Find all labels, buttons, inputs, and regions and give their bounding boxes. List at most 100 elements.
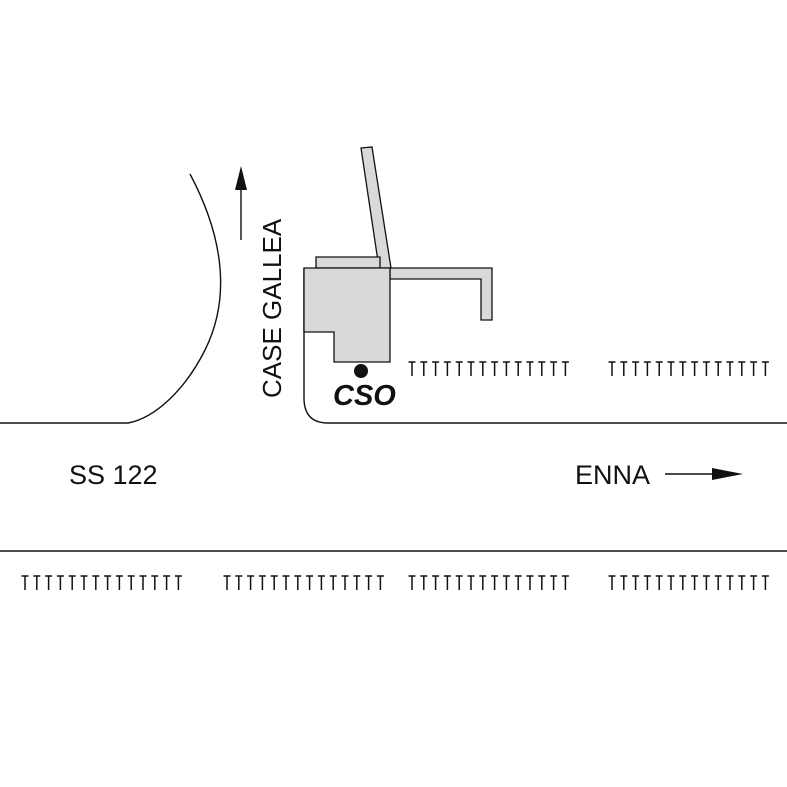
tree-symbol-icon <box>514 361 522 376</box>
north-arrow <box>235 166 247 240</box>
tree-symbol-icon <box>139 575 147 590</box>
tree-symbol-icon <box>341 575 349 590</box>
tree-symbol-icon <box>104 575 112 590</box>
tree-symbol-icon <box>163 575 171 590</box>
station-marker <box>354 364 368 378</box>
tree-symbol-icon <box>526 575 534 590</box>
tree-symbol-icon <box>750 575 758 590</box>
tree-symbol-icon <box>455 361 463 376</box>
tree-symbol-icon <box>738 361 746 376</box>
tree-symbol-icon <box>294 575 302 590</box>
tree-symbol-icon <box>702 575 710 590</box>
tree-symbol-icon <box>115 575 123 590</box>
tree-symbol-icon <box>561 575 569 590</box>
tree-symbol-icon <box>353 575 361 590</box>
tree-rows <box>21 361 769 590</box>
tree-symbol-icon <box>526 361 534 376</box>
direction-north-label: CASE GALLEA <box>257 218 287 398</box>
tree-symbol-icon <box>561 361 569 376</box>
tree-symbol-icon <box>68 575 76 590</box>
tree-symbol-icon <box>714 575 722 590</box>
building <box>303 146 493 363</box>
tree-symbol-icon <box>538 575 546 590</box>
tree-symbol-icon <box>726 575 734 590</box>
tree-symbol-icon <box>127 575 135 590</box>
tree-symbol-icon <box>761 361 769 376</box>
tree-symbol-icon <box>655 361 663 376</box>
tree-symbol-icon <box>479 575 487 590</box>
tree-symbol-icon <box>761 575 769 590</box>
tree-symbol-icon <box>80 575 88 590</box>
tree-symbol-icon <box>432 575 440 590</box>
tree-symbol-icon <box>33 575 41 590</box>
east-arrow <box>665 468 743 480</box>
tree-symbol-icon <box>317 575 325 590</box>
tree-symbol-icon <box>691 361 699 376</box>
building-diagonal-wing <box>360 146 392 269</box>
tree-symbol-icon <box>608 361 616 376</box>
tree-symbol-icon <box>467 575 475 590</box>
tree-symbol-icon <box>45 575 53 590</box>
tree-symbol-icon <box>667 361 675 376</box>
tree-symbol-icon <box>620 575 628 590</box>
tree-symbol-icon <box>329 575 337 590</box>
tree-symbol-icon <box>408 361 416 376</box>
tree-symbol-icon <box>502 361 510 376</box>
tree-symbol-icon <box>702 361 710 376</box>
tree-symbol-icon <box>679 361 687 376</box>
tree-symbol-icon <box>714 361 722 376</box>
tree-symbol-icon <box>679 575 687 590</box>
tree-symbol-icon <box>174 575 182 590</box>
building-right-wing <box>389 267 493 321</box>
tree-symbol-icon <box>223 575 231 590</box>
tree-symbol-icon <box>56 575 64 590</box>
building-main <box>303 267 391 363</box>
station-label: CSO <box>333 380 396 412</box>
tree-symbol-icon <box>750 361 758 376</box>
tree-symbol-icon <box>282 575 290 590</box>
tree-symbol-icon <box>491 575 499 590</box>
tree-symbol-icon <box>420 361 428 376</box>
tree-symbol-icon <box>151 575 159 590</box>
tree-symbol-icon <box>608 575 616 590</box>
tree-symbol-icon <box>514 575 522 590</box>
tree-symbol-icon <box>365 575 373 590</box>
road-label: SS 122 <box>69 460 158 490</box>
tree-symbol-icon <box>632 361 640 376</box>
tree-symbol-icon <box>691 575 699 590</box>
tree-symbol-icon <box>235 575 243 590</box>
tree-symbol-icon <box>667 575 675 590</box>
tree-symbol-icon <box>550 575 558 590</box>
tree-symbol-icon <box>491 361 499 376</box>
tree-symbol-icon <box>502 575 510 590</box>
building-top-strip <box>315 256 381 269</box>
tree-symbol-icon <box>92 575 100 590</box>
tree-symbol-icon <box>738 575 746 590</box>
tree-symbol-icon <box>643 361 651 376</box>
tree-symbol-icon <box>620 361 628 376</box>
tree-symbol-icon <box>432 361 440 376</box>
tree-symbol-icon <box>376 575 384 590</box>
tree-symbol-icon <box>306 575 314 590</box>
tree-symbol-icon <box>270 575 278 590</box>
tree-symbol-icon <box>408 575 416 590</box>
tree-symbol-icon <box>655 575 663 590</box>
direction-east-label: ENNA <box>575 460 650 490</box>
tree-symbol-icon <box>247 575 255 590</box>
tree-symbol-icon <box>550 361 558 376</box>
side-road-curve <box>0 173 222 424</box>
tree-symbol-icon <box>643 575 651 590</box>
tree-symbol-icon <box>538 361 546 376</box>
tree-symbol-icon <box>420 575 428 590</box>
tree-symbol-icon <box>467 361 475 376</box>
main-road-top-edge <box>303 268 787 424</box>
tree-symbol-icon <box>479 361 487 376</box>
tree-symbol-icon <box>632 575 640 590</box>
tree-symbol-icon <box>726 361 734 376</box>
tree-symbol-icon <box>258 575 266 590</box>
tree-symbol-icon <box>21 575 29 590</box>
tree-symbol-icon <box>443 361 451 376</box>
tree-symbol-icon <box>443 575 451 590</box>
